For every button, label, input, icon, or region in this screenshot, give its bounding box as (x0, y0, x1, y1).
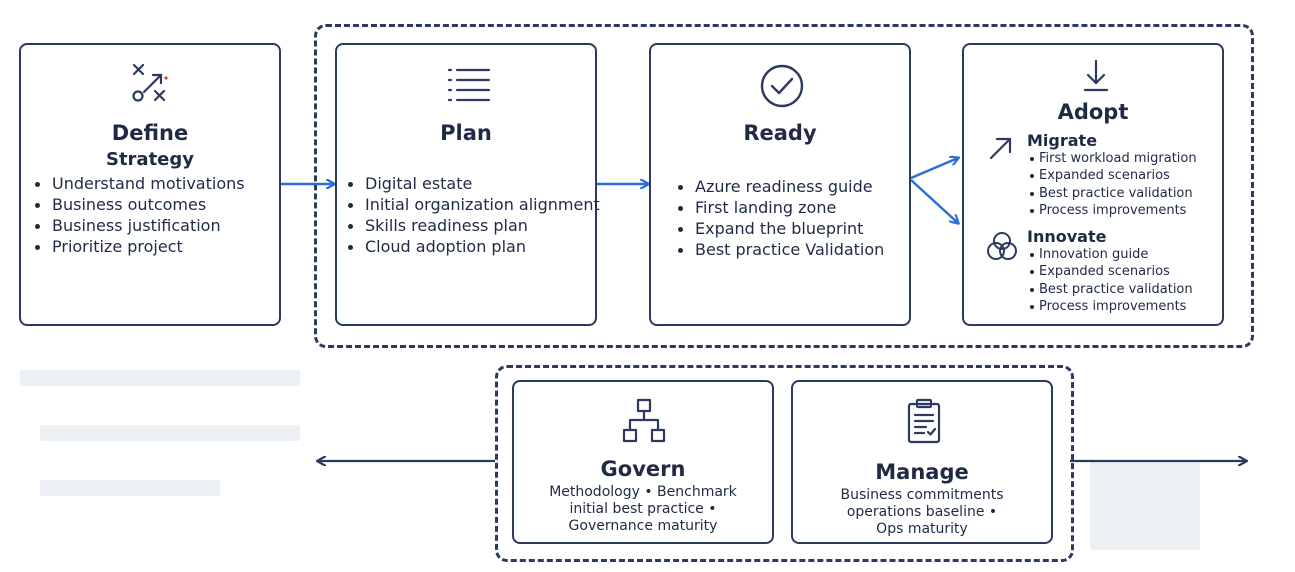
plan-card: Plan Digital estate Initial organization… (335, 43, 600, 326)
list-item: Best practice Validation (675, 239, 884, 260)
govern-line-3: Governance maturity (568, 518, 718, 534)
diagonal-arrow-icon (989, 137, 1012, 160)
plan-list: Digital estate Initial organization alig… (345, 173, 600, 257)
list-icon (447, 68, 491, 102)
arrow-ready-to-migrate (910, 158, 958, 180)
govern-manage-group (495, 365, 1074, 562)
venn-circles-icon (987, 232, 1017, 260)
list-item: Innovation guide (1028, 246, 1193, 263)
ready-card: Ready Azure readiness guide First landin… (649, 43, 911, 326)
list-item: Business justification (32, 215, 245, 236)
ready-title: Ready (743, 121, 817, 145)
adopt-title: Adopt (1057, 100, 1129, 124)
list-item: First landing zone (675, 197, 884, 218)
manage-title: Manage (875, 460, 969, 484)
list-item: Skills readiness plan (345, 215, 600, 236)
list-item: Digital estate (345, 173, 600, 194)
list-item: Best practice validation (1028, 281, 1193, 298)
list-item: Prioritize project (32, 236, 245, 257)
define-list: Understand motivations Business outcomes… (32, 173, 245, 257)
checkmark-circle-icon (760, 64, 804, 108)
download-arrow-icon (1083, 59, 1109, 92)
ready-list: Azure readiness guide First landing zone… (675, 176, 884, 260)
manage-line-1: Business commitments (840, 487, 1004, 503)
migrate-title: Migrate (1027, 131, 1098, 150)
migrate-list: First workload migration Expanded scenar… (1028, 150, 1197, 219)
govern-title: Govern (600, 457, 686, 481)
innovate-title: Innovate (1027, 227, 1107, 246)
list-item: Cloud adoption plan (345, 236, 600, 257)
plan-title: Plan (440, 121, 492, 145)
list-item: Best practice validation (1028, 185, 1197, 202)
list-item: Initial organization alignment (345, 194, 600, 215)
cloud-adoption-group (314, 24, 1254, 348)
list-item: Azure readiness guide (675, 176, 884, 197)
define-title: Define (111, 121, 189, 145)
innovate-list: Innovation guide Expanded scenarios Best… (1028, 246, 1193, 315)
strategy-icon (132, 63, 168, 102)
manage-line-2: operations baseline • (846, 504, 998, 520)
arrow-ready-to-innovate (910, 179, 958, 223)
clipboard-checklist-icon (907, 398, 941, 444)
govern-card: Govern Methodology • Benchmark initial b… (512, 380, 774, 544)
list-item: Process improvements (1028, 202, 1197, 219)
list-item: First workload migration (1028, 150, 1197, 167)
govern-line-1: Methodology • Benchmark (549, 484, 737, 500)
list-item: Understand motivations (32, 173, 245, 194)
govern-line-2: initial best practice • (569, 501, 717, 517)
manage-line-3: Ops maturity (876, 521, 968, 537)
adopt-card: Adopt Migrate First workload migration E… (962, 43, 1224, 326)
define-card: Define Strategy Understand motivations B… (19, 43, 281, 326)
define-subtitle: Strategy (105, 149, 195, 170)
hierarchy-icon (622, 398, 666, 443)
list-item: Business outcomes (32, 194, 245, 215)
list-item: Expanded scenarios (1028, 167, 1197, 184)
manage-card: Manage Business commitments operations b… (791, 380, 1053, 544)
list-item: Expand the blueprint (675, 218, 884, 239)
list-item: Process improvements (1028, 298, 1193, 315)
list-item: Expanded scenarios (1028, 263, 1193, 280)
